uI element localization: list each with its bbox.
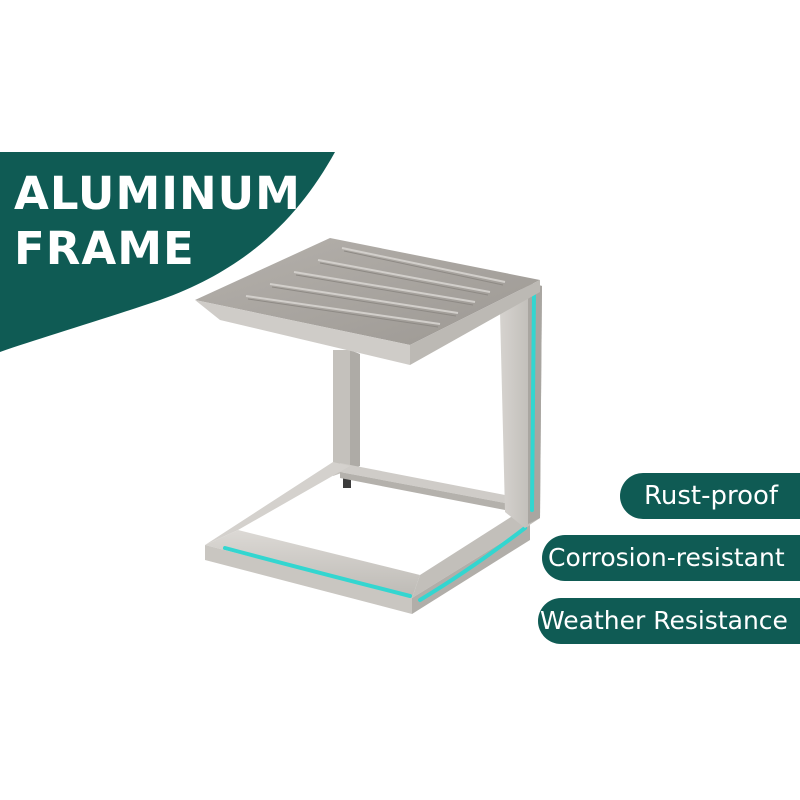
feature-label: Rust-proof <box>644 481 779 511</box>
feature-label: Weather Resistance <box>540 606 788 635</box>
banner-title-line1: ALUMINUM <box>14 167 301 220</box>
feature-corrosion-resistant: Corrosion-resistant <box>542 535 800 581</box>
feature-label: Corrosion-resistant <box>548 543 785 572</box>
feature-rust-proof: Rust-proof <box>620 473 800 519</box>
banner-title: ALUMINUM FRAME <box>14 166 301 276</box>
banner-title-line2: FRAME <box>14 222 195 275</box>
feature-weather-resistance: Weather Resistance <box>538 598 800 644</box>
